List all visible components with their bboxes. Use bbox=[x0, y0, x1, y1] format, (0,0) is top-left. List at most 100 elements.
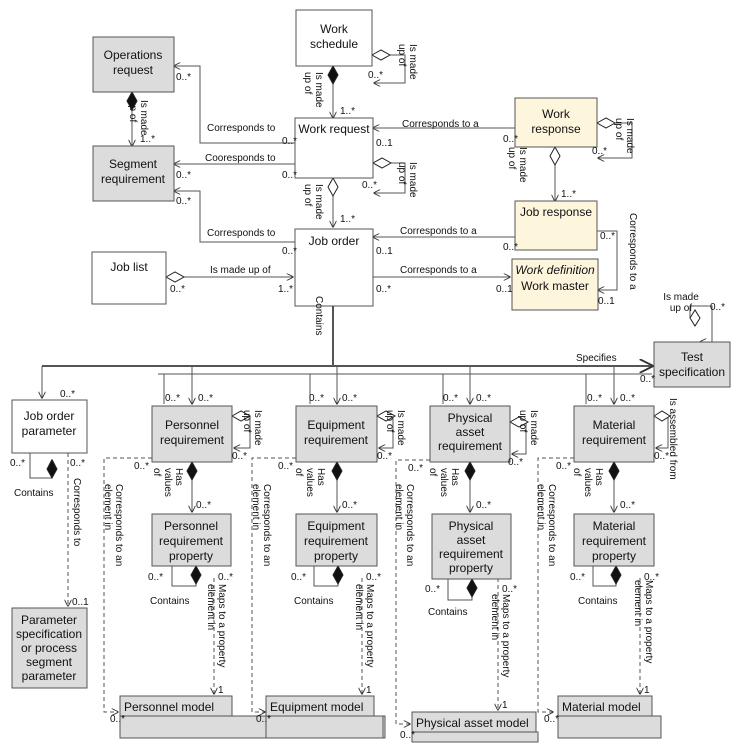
diamond-filled-mat-prop bbox=[610, 564, 622, 586]
label-maps-material: Maps to a propertyelement in bbox=[632, 580, 654, 663]
box-label-work-master: Work master bbox=[521, 279, 589, 293]
label-made-up-schedule-loop: Is madeup of bbox=[396, 44, 418, 80]
label-has-values-equipment: Hasvaluesof bbox=[293, 468, 326, 497]
mult-eq-l: 0..* bbox=[278, 461, 293, 472]
mult-jr-jo: 0..* bbox=[503, 242, 518, 253]
box-work-schedule[interactable] bbox=[295, 9, 373, 67]
box-label-job-response: Job response bbox=[520, 205, 592, 219]
mult-jo-wm: 0..* bbox=[376, 284, 391, 295]
box-job-order[interactable] bbox=[294, 228, 374, 307]
diamond-open-mat-loop bbox=[653, 410, 671, 422]
package-equipment-model[interactable] bbox=[265, 695, 384, 739]
diamond-open-testspec bbox=[689, 309, 701, 327]
mult-mat-c: 0..* bbox=[570, 572, 585, 583]
box-job-list[interactable] bbox=[91, 251, 167, 305]
mult-pers-prop: 0..* bbox=[196, 500, 211, 511]
package-physical-asset-model[interactable] bbox=[411, 711, 539, 743]
box-test-specification[interactable] bbox=[653, 341, 731, 388]
box-personnel-requirement-property[interactable] bbox=[151, 513, 232, 567]
mult-ops-seg: 1..* bbox=[140, 134, 155, 145]
mult-req-ops: 0..* bbox=[282, 136, 297, 147]
diamond-open-pers-loop bbox=[230, 410, 252, 422]
diamond-open-equip-loop bbox=[375, 410, 397, 422]
diamond-filled-jop bbox=[46, 458, 58, 480]
mult-eq-c: 0..* bbox=[291, 572, 306, 583]
mult-jo-seg: 0..* bbox=[282, 246, 297, 257]
edge-joborder-segment bbox=[174, 191, 295, 243]
diamond-filled-schedule bbox=[327, 64, 339, 86]
diamond-filled-pers-prop bbox=[190, 564, 202, 586]
mult-wm-jo: 0..1 bbox=[496, 284, 513, 295]
diamond-filled-pers bbox=[186, 460, 198, 482]
box-work-request[interactable] bbox=[294, 117, 374, 179]
box-material-requirement-property[interactable] bbox=[573, 513, 655, 567]
box-personnel-requirement[interactable] bbox=[151, 405, 233, 463]
mult-eq-b: 0..* bbox=[342, 393, 357, 404]
mult-mm-1: 1 bbox=[644, 685, 650, 696]
box-job-order-parameter[interactable] bbox=[11, 399, 88, 454]
label-corresponds-to-ops: Corresponds to bbox=[207, 123, 276, 134]
diamond-filled-equip bbox=[331, 460, 343, 482]
package-label-personnel-model: Personnel model bbox=[124, 700, 214, 714]
box-job-response[interactable] bbox=[514, 200, 598, 251]
box-physical-asset-requirement[interactable] bbox=[429, 405, 511, 463]
mult-seg-1: 0..* bbox=[176, 170, 191, 181]
package-material-model[interactable] bbox=[557, 695, 662, 739]
label-made-up-physical: Is madeup of bbox=[517, 410, 539, 446]
label-has-values-physical: Hasvaluesof bbox=[427, 468, 460, 497]
box-work-response[interactable] bbox=[514, 97, 598, 148]
mult-ph-prop: 0..* bbox=[476, 500, 491, 511]
diamond-filled-phys-prop bbox=[466, 577, 478, 599]
label-assembled-material: Is assembled from bbox=[667, 398, 678, 480]
label-made-up-ops: Is madeup of bbox=[127, 100, 149, 136]
box-operations-request[interactable] bbox=[92, 36, 175, 93]
label-made-up-response: Is madeup of bbox=[506, 147, 528, 183]
mult-pers-c: 0..* bbox=[148, 572, 163, 583]
label-corresponds-to-a-joborder: Corresponds to a bbox=[400, 226, 477, 237]
box-equipment-requirement-property[interactable] bbox=[295, 513, 378, 567]
box-parameter-specification[interactable] bbox=[11, 607, 88, 689]
edge-pers-model bbox=[103, 457, 152, 712]
box-label-job-list: Job list bbox=[110, 260, 148, 274]
label-corresponds-to-a-workmaster: Corresponds to a bbox=[400, 265, 477, 276]
diamond-open-response-loop bbox=[595, 117, 617, 129]
label-made-up-request-joborder: Is madeup of bbox=[302, 184, 324, 220]
label-has-values-material: Hasvaluesof bbox=[571, 468, 604, 497]
box-segment-requirement[interactable] bbox=[92, 145, 175, 202]
box-work-master[interactable] bbox=[511, 258, 599, 311]
mult-mat-b: 0..* bbox=[620, 393, 635, 404]
label-maps-personnel: Maps to a propertyelement in bbox=[205, 584, 227, 667]
label-contains-equipment: Contains bbox=[294, 596, 333, 607]
label-corr-element-material: Corresponds to anelement in bbox=[535, 484, 557, 566]
mult-mm-0: 0..* bbox=[544, 714, 559, 725]
mult-jo-joblist: 1..* bbox=[278, 284, 293, 295]
mult-eq-a: 0..* bbox=[309, 393, 324, 404]
box-material-requirement[interactable] bbox=[573, 405, 655, 463]
box-physical-asset-requirement-property[interactable] bbox=[431, 513, 512, 580]
edge-phys-model bbox=[395, 459, 430, 724]
label-contains-personnel: Contains bbox=[150, 596, 189, 607]
mult-resp-loop: 0..* bbox=[592, 146, 607, 157]
mult-ph-l: 0..* bbox=[408, 463, 423, 474]
mult-mat-loop: 0..* bbox=[654, 451, 669, 462]
diamond-filled-phys bbox=[464, 460, 476, 482]
diamond-filled-equip-prop bbox=[332, 564, 344, 586]
diamond-filled-ops bbox=[126, 90, 138, 112]
mult-req-loop: 0..* bbox=[362, 180, 377, 191]
label-is-made-up-of-joblist: Is made up of bbox=[210, 265, 271, 276]
edge-mat-model bbox=[537, 457, 574, 712]
label-corresponds-to-a-request: Corresponds to a bbox=[402, 119, 479, 130]
box-label-work-request: Work request bbox=[298, 122, 370, 136]
box-equipment-requirement[interactable] bbox=[295, 405, 378, 463]
mult-ph-loop: 0..* bbox=[508, 457, 523, 468]
mult-pam-1: 1 bbox=[502, 700, 508, 711]
mult-ops: 0..* bbox=[176, 72, 191, 83]
